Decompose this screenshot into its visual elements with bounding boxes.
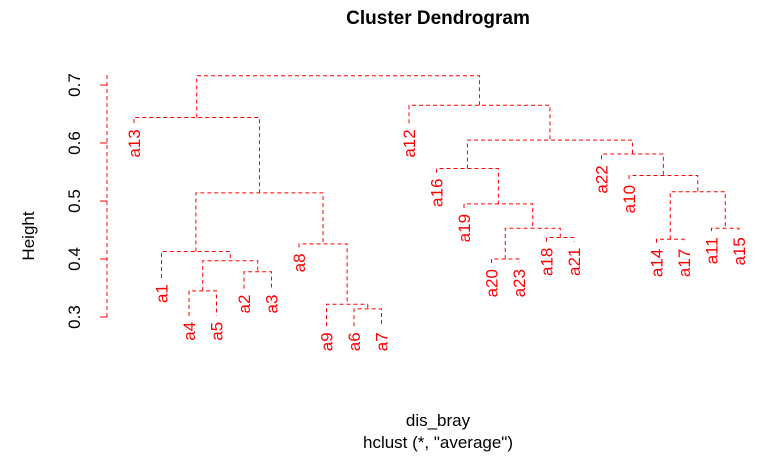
leaf-label-a15: a15 — [730, 237, 749, 265]
merge-link-m7 — [161, 250, 231, 279]
leaf-label-a14: a14 — [648, 249, 667, 277]
leaf-label-a11: a11 — [703, 237, 722, 264]
leaf-label-a2: a2 — [235, 295, 254, 314]
y-tick-label: 0.4 — [65, 247, 84, 271]
merge-link-m17 — [436, 168, 499, 204]
merge-link-m13 — [463, 203, 534, 229]
y-axis-label: Height — [19, 211, 38, 260]
merge-link-m20 — [133, 116, 260, 193]
y-tick-label: 0.3 — [65, 305, 84, 329]
merge-link-m1 — [353, 308, 382, 327]
merge-link-m18 — [601, 153, 664, 176]
merge-link-m14 — [195, 192, 324, 252]
leaf-label-a12: a12 — [400, 129, 419, 157]
y-tick-label: 0.7 — [65, 73, 84, 97]
merge-link-m19 — [466, 139, 633, 169]
leaf-labels: a13 a1 a4 a5 a2 a3 a8 a9 a6 a7 a12 a16 a19 a20 a23 a18 a… — [125, 129, 749, 351]
merge-link-m2 — [326, 303, 369, 327]
dendrogram-tree — [133, 75, 740, 327]
merge-link-m6 — [491, 258, 520, 264]
leaf-label-a20: a20 — [483, 269, 502, 297]
leaf-label-a5: a5 — [208, 322, 227, 341]
leaf-label-a23: a23 — [510, 269, 529, 297]
chart-title: Cluster Dendrogram — [346, 8, 530, 29]
leaf-label-a10: a10 — [620, 185, 639, 213]
merge-link-m22 — [196, 75, 480, 118]
leaf-label-a17: a17 — [675, 249, 694, 277]
y-axis: 0.3 0.4 0.5 0.6 0.7 — [65, 73, 108, 329]
merge-link-m10 — [656, 238, 685, 243]
merge-link-m4 — [243, 271, 272, 289]
leaf-label-a3: a3 — [263, 295, 282, 314]
leaf-label-a7: a7 — [373, 332, 392, 351]
leaf-label-a6: a6 — [345, 332, 364, 351]
merge-link-m11 — [504, 227, 561, 259]
merge-link-m21 — [408, 104, 551, 141]
leaf-label-a9: a9 — [318, 332, 337, 351]
leaf-label-a13: a13 — [125, 129, 144, 157]
leaf-label-a16: a16 — [428, 179, 447, 207]
y-tick-label: 0.5 — [65, 189, 84, 213]
merge-link-m15 — [669, 191, 726, 240]
y-tick-label: 0.6 — [65, 131, 84, 155]
leaf-label-a4: a4 — [180, 322, 199, 341]
leaf-label-a22: a22 — [593, 165, 612, 193]
leaf-label-a1: a1 — [153, 284, 172, 303]
merge-link-m9 — [546, 237, 575, 242]
x-axis-label: dis_bray — [406, 411, 471, 430]
leaf-label-a19: a19 — [455, 214, 474, 242]
method-subtitle: hclust (*, "average") — [363, 433, 513, 452]
leaf-label-a21: a21 — [565, 248, 584, 276]
merge-link-m3 — [188, 290, 217, 316]
leaf-label-a8: a8 — [290, 253, 309, 272]
merge-link-m8 — [298, 243, 348, 305]
merge-link-m12 — [711, 227, 740, 232]
leaf-label-a18: a18 — [538, 248, 557, 276]
merge-link-m16 — [628, 174, 699, 192]
merge-link-m5 — [202, 260, 259, 291]
